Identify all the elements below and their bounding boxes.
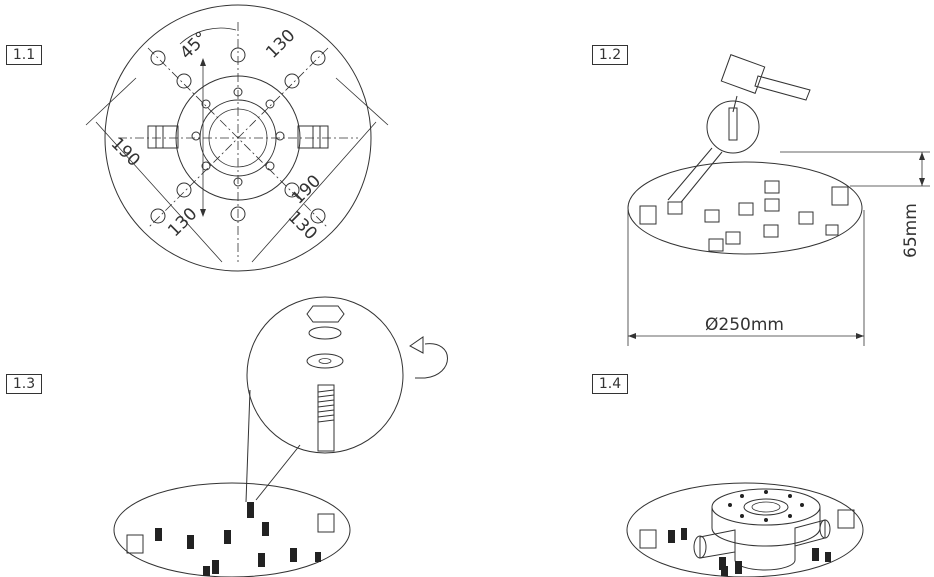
dim-angle-45: 45° [176,28,211,63]
mounted-base-drawing [626,482,864,577]
drilling-plan-drawing [85,4,389,272]
rotate-arrow-icon [415,343,448,379]
diameter-label: Ø250mm [705,315,784,335]
hammer-icon [720,54,811,113]
dim-130-top: 130 [262,26,299,63]
step-label-1-1: 1.1 [6,45,42,65]
step-label-1-4: 1.4 [592,374,628,394]
dim-130-bottom-right: 130 [284,207,321,244]
step-label-1-3: 1.3 [6,374,42,394]
height-label: 65mm [901,203,921,258]
nut-icon [306,305,345,323]
step-label-1-2: 1.2 [592,45,628,65]
dim-190-left: 190 [107,134,144,171]
dim-190-right: 190 [288,171,325,208]
nut-washer-assembly-drawing [113,296,448,577]
dim-130-bottom-left: 130 [164,204,201,241]
anchor-installation-drawing [627,54,930,346]
